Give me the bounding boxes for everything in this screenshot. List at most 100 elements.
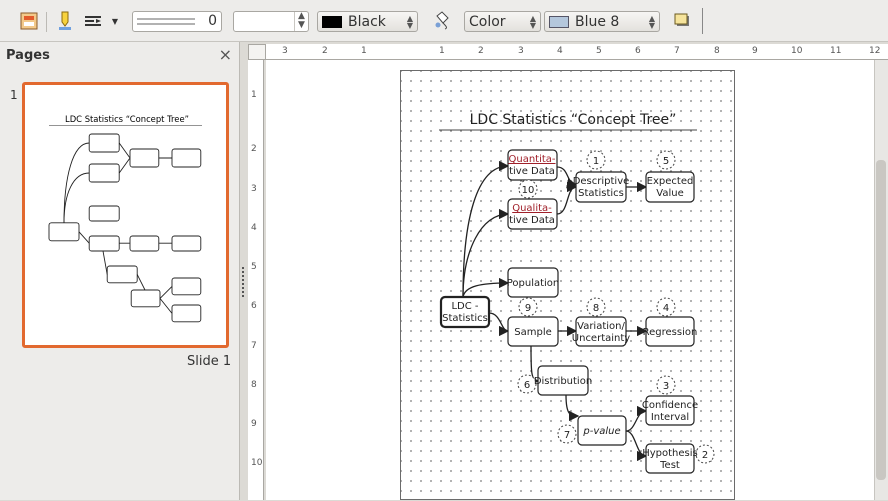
area-color-select[interactable]: Blue 8 ▲▼ bbox=[544, 11, 660, 32]
ruler-v-tick: 2 bbox=[251, 144, 257, 154]
badge-5-circle bbox=[656, 150, 676, 170]
edge-ldc-sample bbox=[488, 312, 510, 337]
ruler-h-tick: 5 bbox=[596, 46, 602, 56]
ruler-v-tick: 4 bbox=[251, 223, 257, 233]
node-confidence-box bbox=[645, 395, 695, 426]
line-style-icon[interactable] bbox=[80, 9, 106, 33]
ruler-v-tick: 5 bbox=[251, 262, 257, 272]
pages-panel: Pages × 1 LDC Statistics “Concept Tree” bbox=[0, 42, 240, 500]
ruler-v-tick: 10 bbox=[251, 458, 263, 468]
close-icon[interactable]: × bbox=[218, 45, 232, 64]
ruler-h-tick: 4 bbox=[557, 46, 563, 56]
badge-7-circle bbox=[557, 424, 577, 444]
area-color-swatch bbox=[549, 15, 569, 28]
node-ldc-statistics[interactable]: LDC -Statistics bbox=[442, 301, 488, 324]
node-sample-box bbox=[507, 316, 559, 347]
slide-title[interactable]: LDC Statistics “Concept Tree” bbox=[470, 112, 677, 128]
line-width-value: 0 bbox=[208, 13, 217, 29]
badge-1: 1 bbox=[593, 156, 599, 167]
node-population[interactable]: Population bbox=[507, 278, 560, 289]
area-style-select[interactable]: Color ▲▼ bbox=[464, 11, 541, 32]
badge-4-circle bbox=[656, 297, 676, 317]
node-regression[interactable]: Regression bbox=[643, 327, 698, 338]
node-qualitative-box bbox=[507, 198, 558, 230]
node-distribution-box bbox=[537, 365, 589, 396]
node-sample[interactable]: Sample bbox=[514, 327, 552, 338]
area-style-label: Color bbox=[469, 13, 506, 30]
spin-button[interactable]: ▲▼ bbox=[294, 12, 308, 31]
area-style-icon[interactable] bbox=[430, 9, 454, 33]
node-distribution[interactable]: Distribution bbox=[534, 376, 592, 387]
svg-text:LDC Statistics “Concept Tree”: LDC Statistics “Concept Tree” bbox=[65, 114, 189, 124]
edge-ldc-population bbox=[462, 277, 510, 298]
node-population-box bbox=[507, 267, 559, 298]
ruler-h-tick: 7 bbox=[674, 46, 680, 56]
pages-panel-title: Pages bbox=[6, 48, 50, 63]
drawing-toolbar: ▼ 0 ▲▼ Black ▲▼ Color ▲▼ Blue 8 ▲▼ bbox=[0, 0, 888, 42]
select-arrows-icon: ▲▼ bbox=[529, 14, 536, 30]
line-color-select[interactable]: Black ▲▼ bbox=[317, 11, 418, 32]
line-arrow-style-icon[interactable] bbox=[16, 9, 42, 33]
badge-8: 8 bbox=[593, 303, 599, 314]
ruler-h-tick: 10 bbox=[791, 46, 803, 56]
panel-splitter[interactable] bbox=[240, 42, 246, 500]
node-variation-uncertainty[interactable]: Variation/Uncertainty bbox=[572, 321, 631, 344]
badge-7: 7 bbox=[564, 430, 570, 441]
node-descriptive-box bbox=[575, 171, 627, 203]
badge-5: 5 bbox=[663, 156, 669, 167]
edge-ldc-quantitative bbox=[462, 160, 510, 298]
toolbar-separator bbox=[46, 12, 47, 32]
shadow-icon[interactable] bbox=[670, 9, 694, 33]
badge-1-circle bbox=[586, 150, 606, 170]
slide-thumbnail-preview: LDC Statistics “Concept Tree” bbox=[48, 114, 202, 323]
edge-pvalue-confidence bbox=[625, 405, 648, 432]
toolbar-separator bbox=[702, 8, 703, 34]
node-quantitative-box bbox=[507, 149, 558, 181]
concept-tree-diagram: LDC Statistics “Concept Tree” bbox=[439, 112, 715, 474]
edge-pvalue-hypothesis bbox=[625, 430, 648, 462]
line-color-label: Black bbox=[348, 13, 386, 30]
node-quantitative-data[interactable]: Quantita-tive Data bbox=[508, 154, 555, 177]
badge-6: 6 bbox=[524, 380, 530, 391]
slide-canvas[interactable]: LDC Statistics “Concept Tree” bbox=[400, 70, 735, 500]
slide-label: Slide 1 bbox=[187, 354, 232, 369]
select-arrows-icon: ▲▼ bbox=[648, 14, 655, 30]
badge-9: 9 bbox=[525, 303, 531, 314]
line-width-combo[interactable]: 0 bbox=[132, 11, 222, 32]
ruler-corner bbox=[248, 44, 266, 60]
ruler-h-tick: 8 bbox=[714, 46, 720, 56]
scrollbar-thumb[interactable] bbox=[876, 160, 886, 480]
edge-distribution-pvalue bbox=[565, 394, 580, 422]
node-p-value[interactable]: p-value bbox=[582, 426, 620, 437]
edge-sample-distribution bbox=[528, 345, 540, 387]
badge-9-circle bbox=[518, 297, 538, 317]
ruler-v-tick: 7 bbox=[251, 341, 257, 351]
ruler-h-tick: 1 bbox=[439, 46, 445, 56]
ruler-h-tick: 11 bbox=[830, 46, 842, 56]
badge-10: 10 bbox=[522, 185, 535, 196]
ruler-h-tick: 2 bbox=[322, 46, 328, 56]
ruler-h-tick: 1 bbox=[361, 46, 367, 56]
ruler-h-tick: 9 bbox=[752, 46, 758, 56]
slide-number: 1 bbox=[10, 88, 18, 102]
chevron-down-icon[interactable]: ▼ bbox=[111, 16, 119, 26]
badge-2-circle bbox=[695, 444, 715, 464]
badge-3-circle bbox=[656, 375, 676, 395]
node-expected-box bbox=[645, 171, 695, 203]
badge-4: 4 bbox=[663, 303, 669, 314]
slide-thumbnail[interactable]: LDC Statistics “Concept Tree” bbox=[22, 82, 229, 348]
ruler-h-tick: 3 bbox=[282, 46, 288, 56]
highlighter-icon[interactable] bbox=[52, 9, 76, 33]
node-pvalue-box bbox=[577, 415, 627, 446]
ruler-v-tick: 9 bbox=[251, 419, 257, 429]
node-qualitative-data[interactable]: Qualita-tive Data bbox=[509, 203, 555, 226]
area-transparency-field[interactable]: ▲▼ bbox=[233, 11, 309, 32]
ruler-v-tick: 1 bbox=[251, 90, 257, 100]
select-arrows-icon: ▲▼ bbox=[406, 14, 413, 30]
